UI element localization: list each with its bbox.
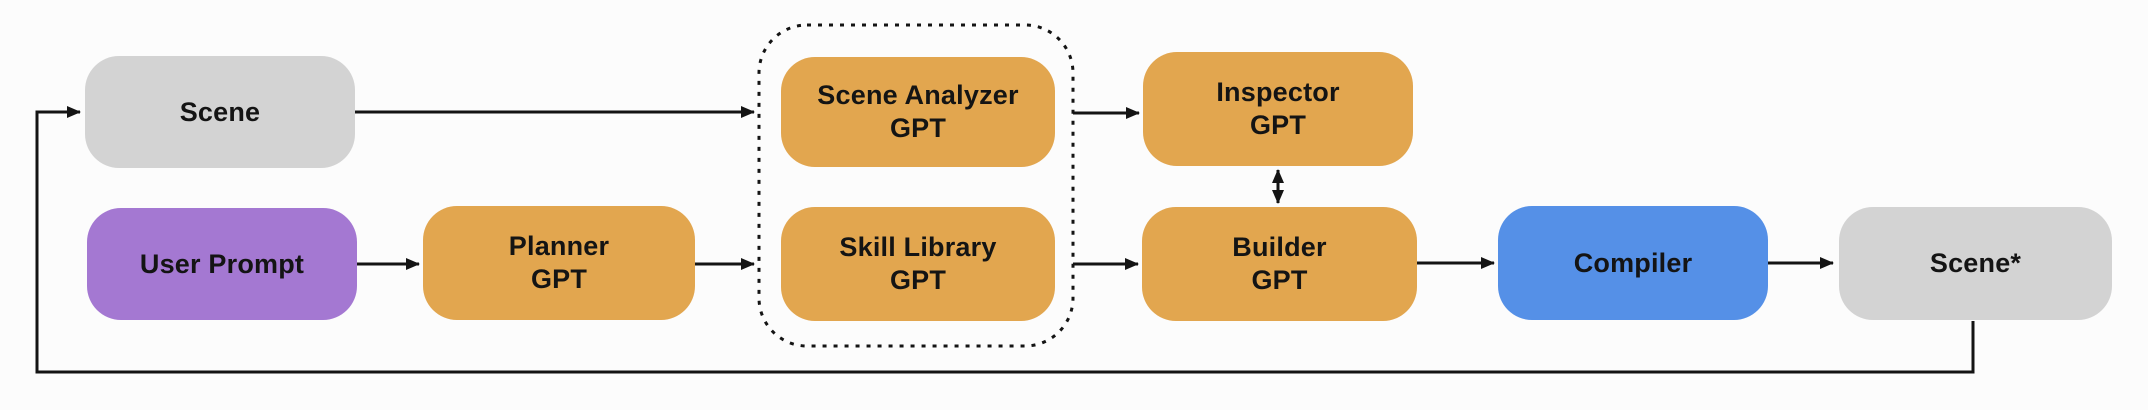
node-skill-library-gpt: Skill Library GPT [781, 207, 1055, 321]
node-builder-gpt: Builder GPT [1142, 207, 1417, 321]
node-compiler: Compiler [1498, 206, 1768, 320]
node-scene-output: Scene* [1839, 207, 2112, 320]
arrow-feedback-loop [35, 106, 1975, 374]
node-scene-analyzer-gpt: Scene Analyzer GPT [781, 57, 1055, 167]
node-planner-gpt: Planner GPT [423, 206, 695, 320]
node-inspector-gpt: Inspector GPT [1143, 52, 1413, 166]
node-scene: Scene [85, 56, 355, 168]
node-user-prompt: User Prompt [87, 208, 357, 320]
